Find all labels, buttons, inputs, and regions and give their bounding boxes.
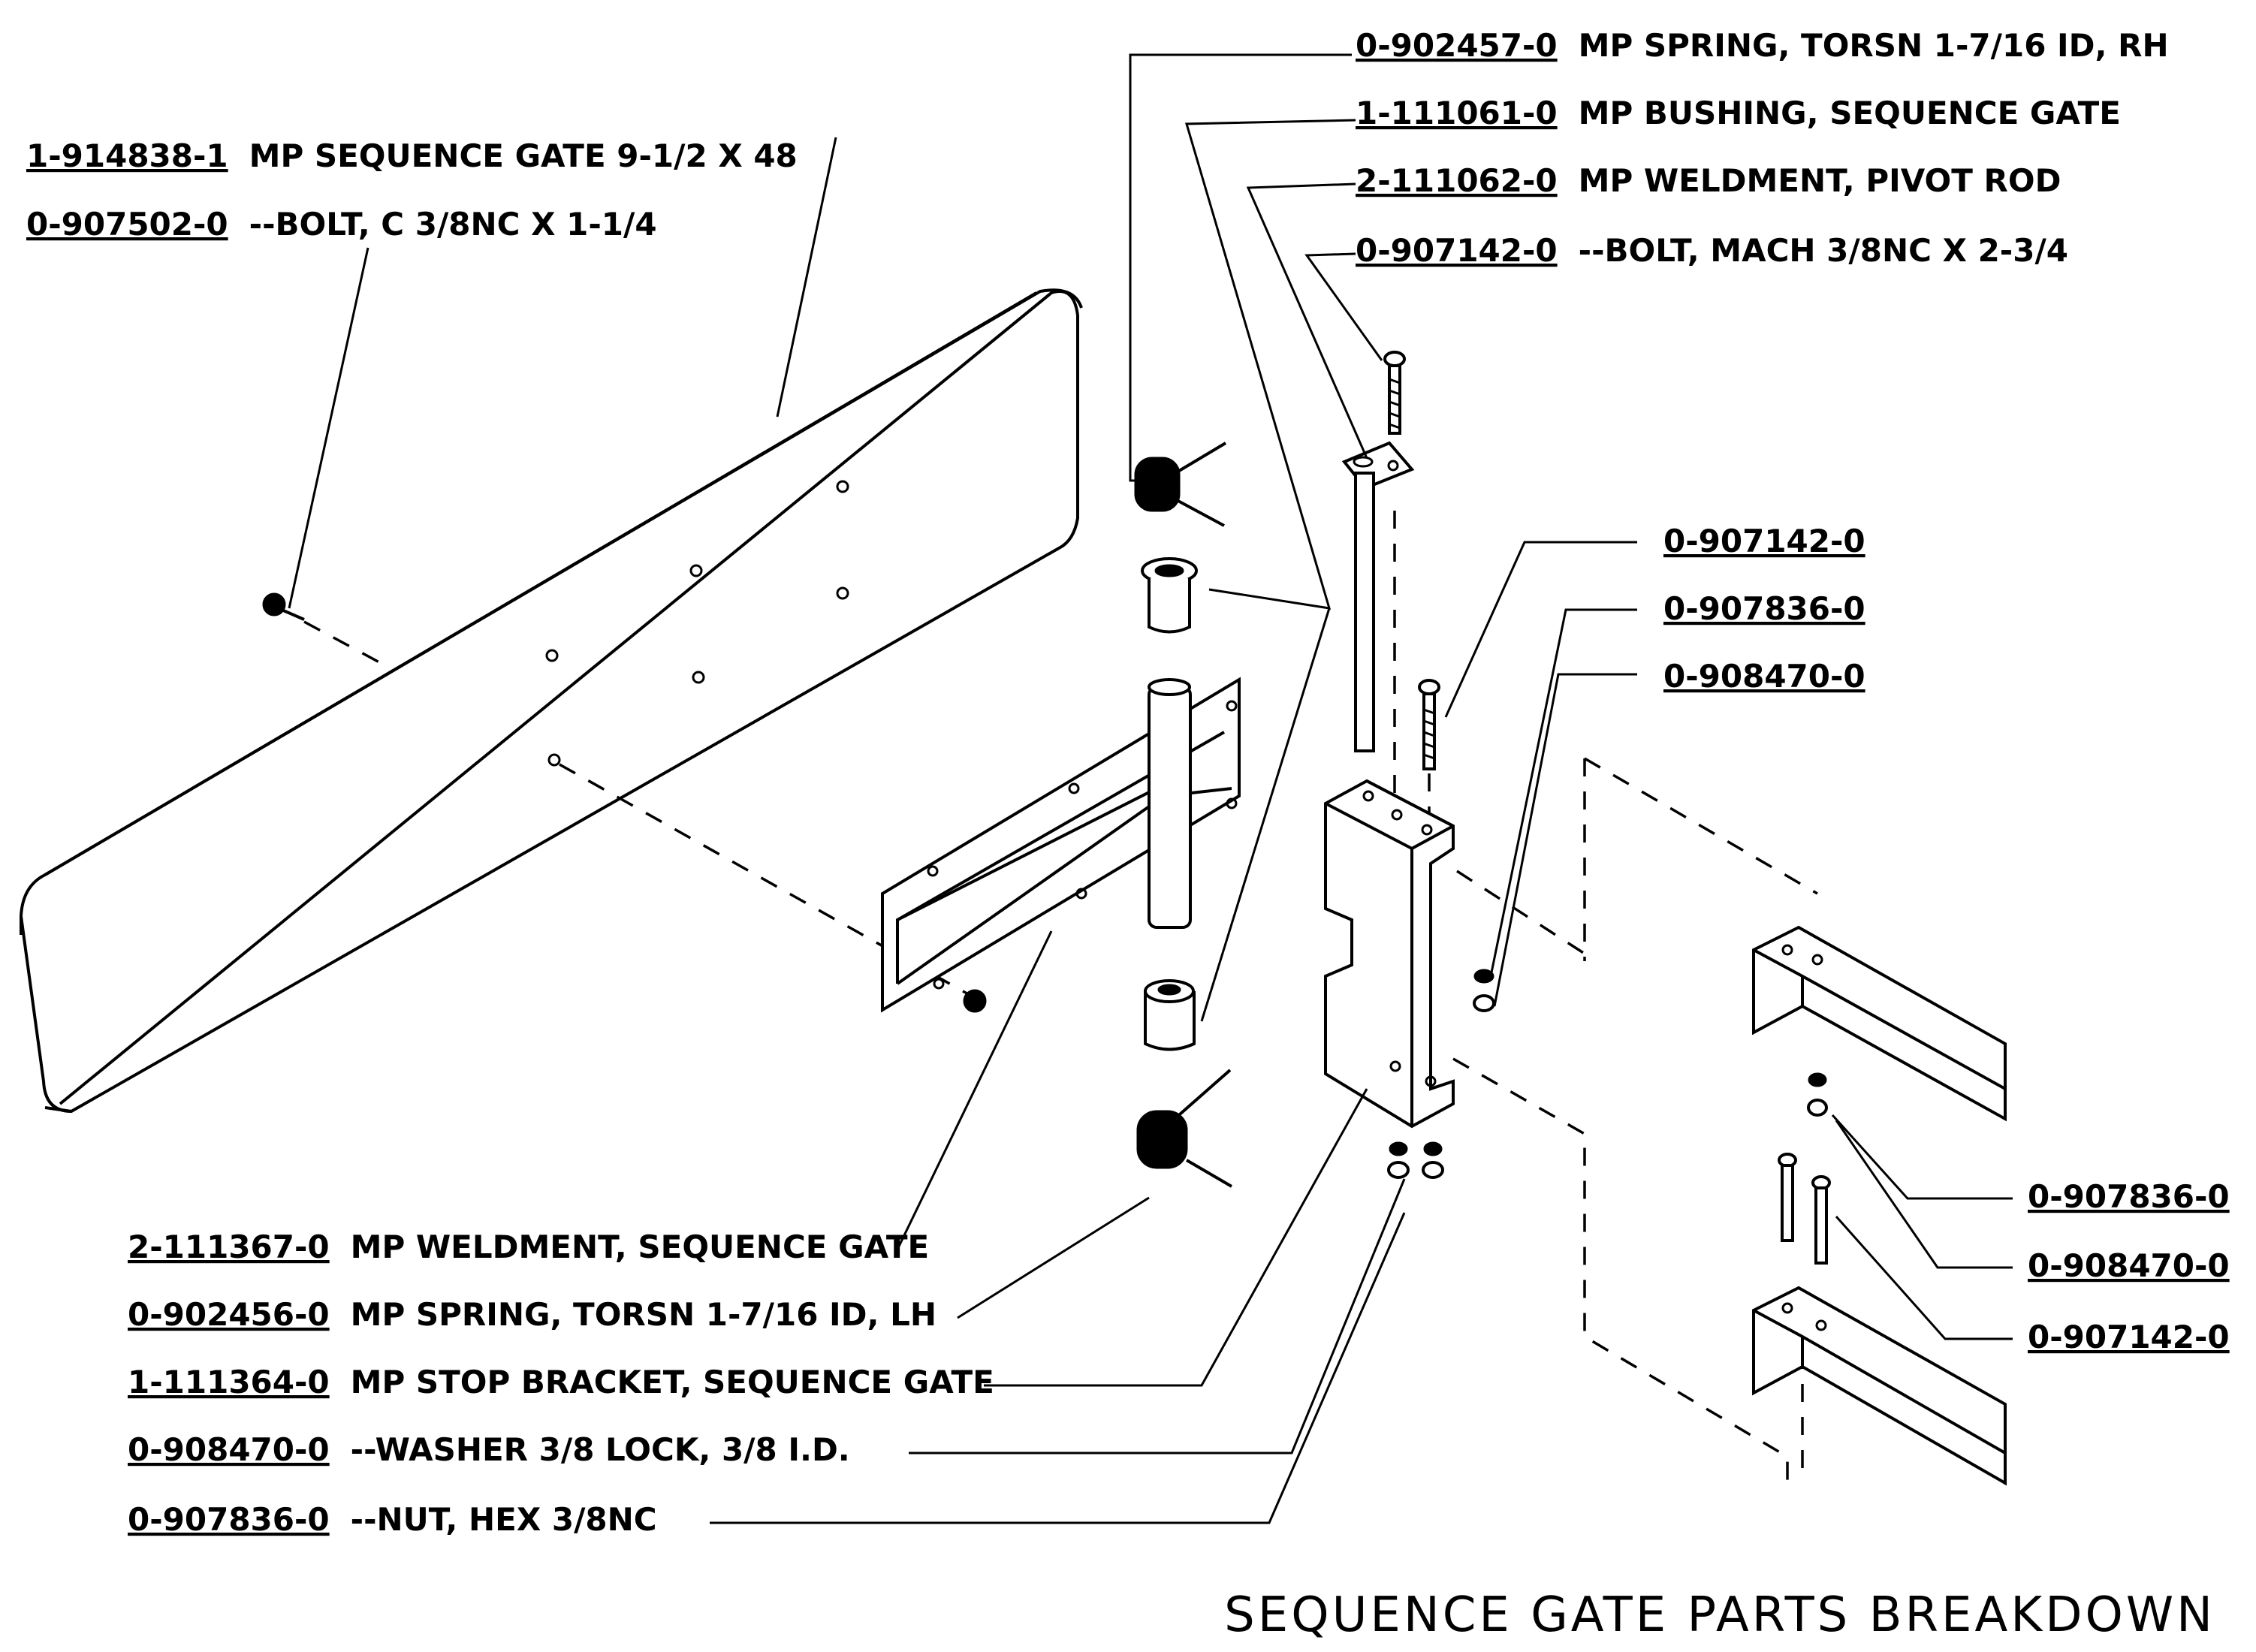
callout-description: MP SPRING, TORSN 1-7/16 ID, RH <box>1579 27 2169 64</box>
svg-text:0-908470-0--WASHER 3/8 LOCK, 3: 0-908470-0 --WASHER 3/8 LOCK, 3/8 I.D. <box>128 1431 850 1468</box>
callout-spring-rh: 0-902457-0 MP SPRING, TORSN 1-7/16 ID, RH <box>1356 27 2169 64</box>
frame-member-lower <box>1752 1286 2007 1486</box>
callout-description: MP WELDMENT, PIVOT ROD <box>1579 162 2061 199</box>
callout-part-number: 0-908470-0 <box>1663 658 1865 695</box>
callout-bushing: 1-111061-0 MP BUSHING, SEQUENCE GATE <box>1356 95 2121 131</box>
callout-part-number: 0-907502-0 <box>26 206 228 243</box>
svg-text:0-908470-0: 0-908470-0 <box>2028 1247 2230 1284</box>
callout-spring-lh: 0-902456-0 MP SPRING, TORSN 1-7/16 ID, LH <box>128 1296 936 1333</box>
callout-part-number: 0-902457-0 <box>1356 27 1558 64</box>
drawing-title: SEQUENCE GATE PARTS BREAKDOWN <box>1224 1587 2215 1643</box>
svg-text:0-907142-0: 0-907142-0 <box>2028 1319 2230 1355</box>
svg-text:0-907142-0: 0-907142-0 <box>1663 523 1865 559</box>
callout-bracket-washer: 0-908470-0 <box>1663 658 1865 695</box>
callout-description: MP WELDMENT, SEQUENCE GATE <box>351 1228 930 1265</box>
callout-description: MP BUSHING, SEQUENCE GATE <box>1579 95 2121 131</box>
stop-bracket <box>1324 779 1455 1129</box>
callout-description: MP SEQUENCE GATE 9-1/2 X 48 <box>249 137 798 174</box>
svg-text:0-907142-0--BOLT, MACH 3/8NC X: 0-907142-0 --BOLT, MACH 3/8NC X 2-3/4 <box>1356 232 2068 269</box>
svg-text:0-908470-0: 0-908470-0 <box>1663 658 1865 695</box>
svg-text:0-907836-0--NUT, HEX 3/8NC: 0-907836-0 --NUT, HEX 3/8NC <box>128 1501 657 1538</box>
callout-part-number: 0-907836-0 <box>1663 590 1865 627</box>
svg-text:1-111364-0MP STOP BRACKET, SEQ: 1-111364-0 MP STOP BRACKET, SEQUENCE GATE <box>128 1364 994 1400</box>
carriage-bolt <box>262 592 305 621</box>
svg-text:1-111061-0MP BUSHING, SEQUENCE: 1-111061-0 MP BUSHING, SEQUENCE GATE <box>1356 95 2121 131</box>
callout-bracket-bolt: 0-907142-0 <box>1663 523 1865 559</box>
svg-text:2-111062-0MP WELDMENT, PIVOT R: 2-111062-0 MP WELDMENT, PIVOT ROD <box>1356 162 2061 199</box>
gate-weldment <box>881 677 1241 1013</box>
callout-gate: 1-914838-1 MP SEQUENCE GATE 9-1/2 X 48 <box>26 137 798 174</box>
callout-description: MP STOP BRACKET, SEQUENCE GATE <box>351 1364 994 1400</box>
svg-text:0-902456-0MP SPRING, TORSN 1-7: 0-902456-0 MP SPRING, TORSN 1-7/16 ID, LH <box>128 1296 936 1333</box>
callout-lock-washer: 0-908470-0 --WASHER 3/8 LOCK, 3/8 I.D. <box>128 1431 850 1468</box>
callout-part-number: 0-902456-0 <box>128 1296 330 1333</box>
lower-torsion-spring <box>1136 1069 1233 1188</box>
pivot-rod <box>1341 441 1415 752</box>
callout-part-number: 2-111367-0 <box>128 1228 330 1265</box>
callout-part-number: 0-907836-0 <box>128 1501 330 1538</box>
callout-hex-nut: 0-907836-0 --NUT, HEX 3/8NC <box>128 1501 657 1538</box>
callout-description: --WASHER 3/8 LOCK, 3/8 I.D. <box>351 1431 850 1468</box>
callout-part-number: 1-111061-0 <box>1356 95 1558 131</box>
upper-bushing <box>1141 557 1198 634</box>
lower-bushing <box>1144 979 1196 1051</box>
bracket-washers-nuts <box>1387 969 1495 1179</box>
callout-part-number: 0-908470-0 <box>128 1431 330 1468</box>
callout-part-number: 0-908470-0 <box>2028 1247 2230 1284</box>
svg-text:0-907836-0: 0-907836-0 <box>2028 1178 2230 1215</box>
frame-fasteners <box>1778 1072 1831 1265</box>
callout-mach-bolt: 0-907142-0 --BOLT, MACH 3/8NC X 2-3/4 <box>1356 232 2068 269</box>
leader-lines <box>288 53 2013 1524</box>
callout-pivot-rod: 2-111062-0 MP WELDMENT, PIVOT ROD <box>1356 162 2061 199</box>
callout-description: MP SPRING, TORSN 1-7/16 ID, LH <box>351 1296 936 1333</box>
callout-part-number: 1-111364-0 <box>128 1364 330 1400</box>
callout-frame-washer: 0-908470-0 <box>2028 1247 2230 1284</box>
callout-bracket-nut: 0-907836-0 <box>1663 590 1865 627</box>
frame-member-upper <box>1752 925 2007 1122</box>
svg-text:0-902457-0MP SPRING, TORSN 1-7: 0-902457-0 MP SPRING, TORSN 1-7/16 ID, RH <box>1356 27 2169 64</box>
callout-part-number: 1-914838-1 <box>26 137 228 174</box>
sequence-gate-panel <box>19 288 1083 1114</box>
callout-description: --BOLT, MACH 3/8NC X 2-3/4 <box>1579 232 2068 269</box>
mach-bolt-top <box>1383 351 1406 435</box>
svg-text:1-914838-1MP SEQUENCE GATE 9-1: 1-914838-1 MP SEQUENCE GATE 9-1/2 X 48 <box>26 137 798 174</box>
callout-frame-nut: 0-907836-0 <box>2028 1178 2230 1215</box>
callout-description: --BOLT, C 3/8NC X 1-1/4 <box>249 206 657 243</box>
callout-part-number: 0-907142-0 <box>1356 232 1558 269</box>
callout-part-number: 0-907836-0 <box>2028 1178 2230 1215</box>
callout-stop-bracket: 1-111364-0 MP STOP BRACKET, SEQUENCE GATE <box>128 1364 994 1400</box>
callout-frame-bolt: 0-907142-0 <box>2028 1319 2230 1355</box>
callout-gate-weldment: 2-111367-0 MP WELDMENT, SEQUENCE GATE <box>128 1228 929 1265</box>
callout-part-number: 2-111062-0 <box>1356 162 1558 199</box>
svg-text:0-907836-0: 0-907836-0 <box>1663 590 1865 627</box>
upper-torsion-spring <box>1134 442 1227 527</box>
mach-bolt-middle <box>1418 679 1440 770</box>
callout-carriage-bolt: 0-907502-0 --BOLT, C 3/8NC X 1-1/4 <box>26 206 657 243</box>
svg-text:0-907502-0--BOLT, C 3/8NC X 1-: 0-907502-0 --BOLT, C 3/8NC X 1-1/4 <box>26 206 657 243</box>
svg-text:2-111367-0MP WELDMENT, SEQUENC: 2-111367-0 MP WELDMENT, SEQUENCE GATE <box>128 1228 929 1265</box>
callout-part-number: 0-907142-0 <box>2028 1319 2230 1355</box>
callout-part-number: 0-907142-0 <box>1663 523 1865 559</box>
callout-description: --NUT, HEX 3/8NC <box>351 1501 657 1538</box>
